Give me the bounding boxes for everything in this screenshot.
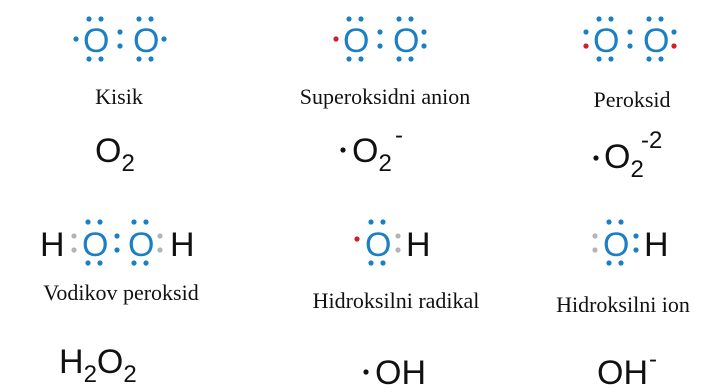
formula-superoksid-charge: - — [395, 122, 403, 149]
added-electron — [671, 43, 677, 49]
electron-dots-peroksid — [583, 16, 677, 62]
added-electron — [583, 43, 589, 49]
radical-dot — [340, 147, 346, 153]
unpaired-electron — [333, 36, 339, 42]
atom-h-1: H — [40, 226, 65, 264]
lewis-superoksidni-anion: O O — [333, 16, 427, 62]
h-bond-electrons — [395, 233, 401, 253]
formula-peroksid: O2 — [604, 138, 644, 183]
electron-dots-hidroksilni-radikal — [368, 219, 386, 266]
electron-dots-vodikov-peroksid — [85, 219, 149, 266]
name-vodikov-peroksid: Vodikov peroksid — [43, 280, 198, 305]
lewis-hidroksilni-ion: O H — [592, 219, 669, 266]
atom-o-1: O — [82, 226, 108, 264]
name-superoksidni-anion: Superoksidni anion — [300, 84, 471, 109]
h-bond-electrons — [71, 233, 163, 253]
atom-o-2: O — [643, 22, 669, 60]
radical-dot — [363, 369, 369, 375]
h-bond-electrons — [633, 233, 639, 253]
lewis-peroksid: O O — [583, 16, 677, 62]
atom-o-1: O — [83, 22, 109, 60]
lewis-vodikov-peroksid: H O O H — [40, 219, 195, 266]
atom-h: H — [644, 226, 669, 264]
atom-o-2: O — [133, 22, 159, 60]
unpaired-electron — [354, 236, 360, 242]
atom-h-2: H — [170, 226, 195, 264]
electron-dots-superoksid — [346, 16, 427, 62]
atom-o-2: O — [128, 226, 154, 264]
name-hidroksilni-radikal: Hidroksilni radikal — [313, 288, 480, 313]
formula-vodikov-peroksid: H2O2 — [59, 343, 137, 388]
electron-dots-kisik — [73, 16, 167, 62]
electron-dots-hidroksilni-ion — [606, 219, 624, 266]
name-kisik: Kisik — [95, 84, 143, 109]
atom-o: O — [365, 226, 391, 264]
radical-dot — [593, 155, 599, 161]
lewis-kisik: O O — [73, 16, 167, 62]
name-hidroksilni-ion: Hidroksilni ion — [556, 292, 690, 317]
formula-kisik: O2 — [95, 132, 135, 177]
atom-o-2: O — [393, 22, 419, 60]
formula-hidroksilni-radikal: OH — [375, 354, 426, 392]
lewis-hidroksilni-radikal: O H — [354, 219, 431, 266]
atom-o-1: O — [343, 22, 369, 60]
formula-hidroksilni-ion-charge: - — [649, 346, 657, 373]
name-peroksid: Peroksid — [594, 87, 671, 112]
atom-o: O — [603, 226, 629, 264]
formula-hidroksilni-ion: OH — [597, 354, 648, 392]
atom-o-1: O — [593, 22, 619, 60]
formula-peroksid-charge: -2 — [641, 127, 662, 154]
atom-h: H — [406, 226, 431, 264]
charge-electrons — [592, 233, 598, 253]
formula-superoksidni-anion: O2 — [352, 132, 392, 177]
